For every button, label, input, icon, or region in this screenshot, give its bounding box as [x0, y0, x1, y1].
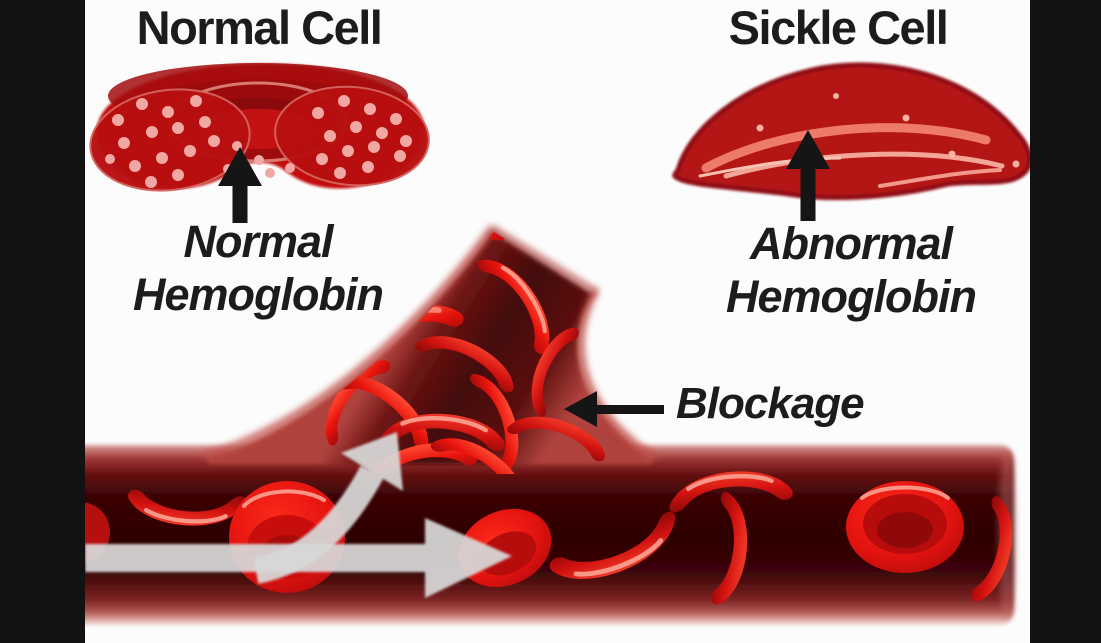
- flow-arrow-curved: [253, 432, 403, 584]
- sickle-cell-illustration: [672, 62, 1030, 201]
- up-arrow-right-icon: [786, 130, 830, 221]
- normal-cell-title: Normal Cell: [136, 1, 383, 54]
- normal-cell-illustration: [89, 63, 430, 192]
- blockage-arrow-icon: [564, 391, 664, 427]
- up-arrow-left-icon: [218, 147, 262, 223]
- sickle-cell-title: Sickle Cell: [728, 1, 949, 54]
- hemoglobin-dots: [105, 95, 412, 188]
- abnormal-hemoglobin-line1: Abnormal: [749, 218, 953, 269]
- normal-hemoglobin-line1: Normal: [183, 216, 333, 267]
- sickle-specks: [756, 93, 1020, 168]
- torus-red-cell: [846, 481, 964, 573]
- blockage-label: Blockage: [676, 379, 865, 428]
- normal-hemoglobin-line2: Hemoglobin: [133, 269, 384, 320]
- abnormal-hemoglobin-line2: Hemoglobin: [726, 271, 977, 322]
- abnormal-hemoglobin-caption: Abnormal Hemoglobin: [691, 217, 1011, 323]
- normal-hemoglobin-caption: Normal Hemoglobin: [98, 215, 418, 321]
